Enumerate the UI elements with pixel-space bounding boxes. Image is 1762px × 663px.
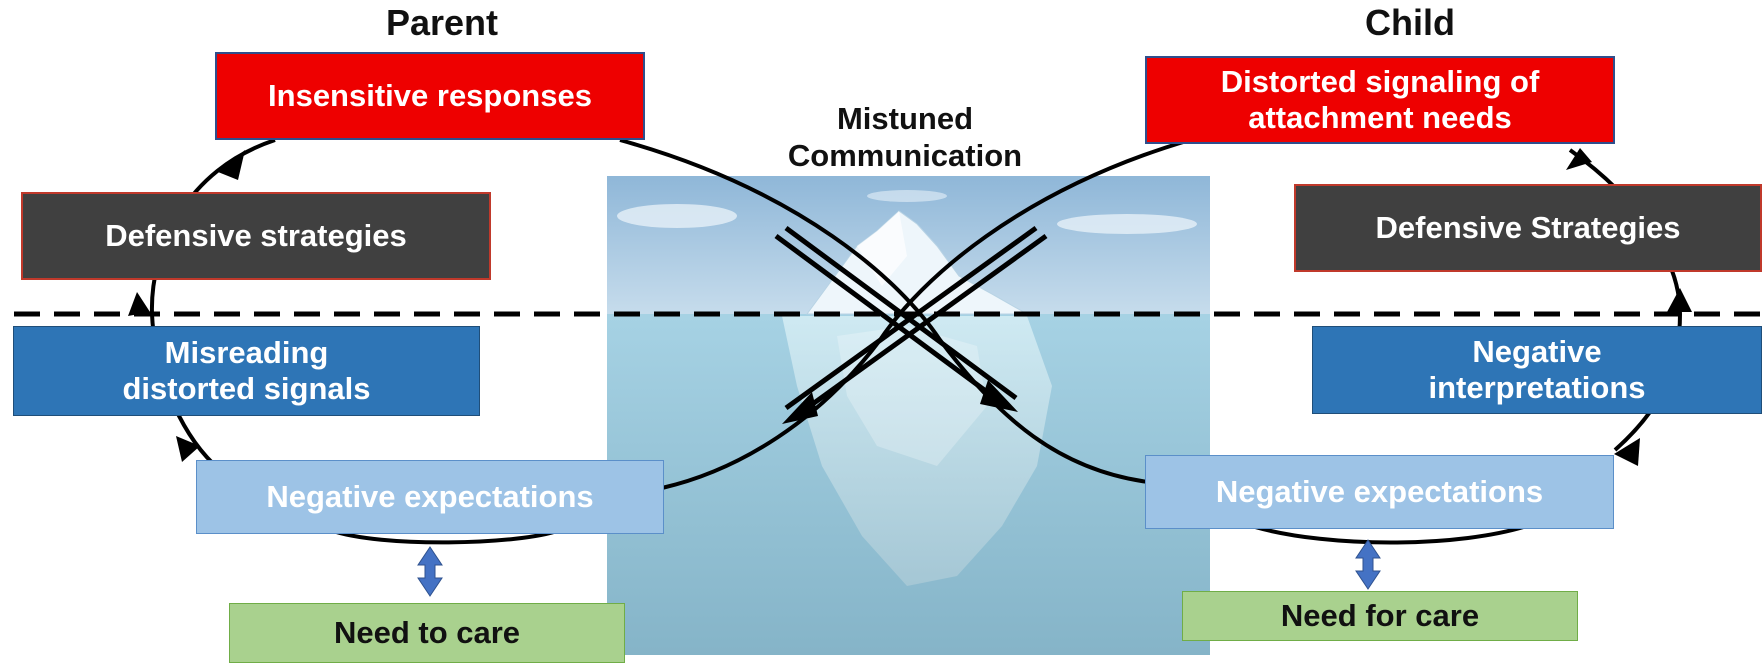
parent-negative-expectations-label: Negative expectations: [266, 479, 594, 515]
parent-negative-expectations-box: Negative expectations: [196, 460, 664, 534]
parent-loop-bottom: [329, 528, 561, 545]
negative-interpretations-line2: interpretations: [1428, 370, 1646, 405]
misreading-label-line2: distorted signals: [122, 371, 371, 406]
cycle-arrow-icon: [128, 148, 1692, 466]
parent-defensive-strategies-label: Defensive strategies: [105, 218, 407, 254]
need-for-care-label: Need for care: [1280, 598, 1480, 634]
negative-interpretations-line1: Negative: [1472, 334, 1602, 370]
misreading-label-line1: Misreading: [164, 335, 329, 371]
up-down-arrow-icon: [417, 539, 1381, 597]
mistuned-label: Mistuned: [836, 101, 974, 136]
cross-curve-parent-to-child: [619, 138, 1149, 484]
communication-label: Communication: [787, 138, 1023, 174]
child-defensive-strategies-label: Defensive Strategies: [1375, 210, 1681, 246]
distorted-signaling-line1: Distorted signaling of: [1220, 64, 1540, 100]
parent-defensive-strategies-box: Defensive strategies: [21, 192, 491, 280]
negative-interpretations-box: Negative interpretations: [1312, 326, 1762, 414]
distorted-signaling-box: Distorted signaling of attachment needs: [1145, 56, 1615, 144]
child-defensive-strategies-box: Defensive Strategies: [1294, 184, 1762, 272]
need-to-care-label: Need to care: [333, 615, 521, 651]
parent-loop-left: [149, 138, 276, 472]
child-loop-bottom: [1254, 523, 1531, 545]
crossed-arrows-icon: [774, 225, 1048, 424]
distorted-signaling-line2: attachment needs: [1248, 100, 1512, 135]
iceberg-image: [607, 176, 1210, 655]
child-title: Child: [1365, 2, 1455, 43]
need-to-care-box: Need to care: [229, 603, 625, 663]
child-negative-expectations-box: Negative expectations: [1145, 455, 1614, 529]
insensitive-responses-box: Insensitive responses: [215, 52, 645, 140]
need-for-care-box: Need for care: [1182, 591, 1578, 641]
insensitive-responses-label: Insensitive responses: [268, 78, 592, 114]
mistuned-communication-label: Mistuned Communication: [740, 100, 1070, 182]
parent-title: Parent: [385, 2, 499, 43]
misreading-signals-box: Misreading distorted signals: [13, 326, 480, 416]
child-negative-expectations-label: Negative expectations: [1215, 474, 1544, 510]
